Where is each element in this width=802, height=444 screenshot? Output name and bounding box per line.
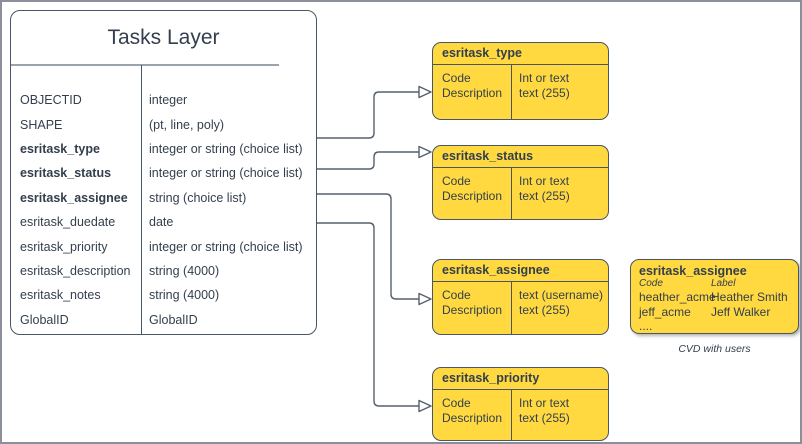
table-row: esritask_duedate date	[11, 210, 316, 234]
field-type: (pt, line, poly)	[149, 117, 225, 132]
cvd-title: esritask_assignee	[639, 264, 747, 278]
field-name: GlobalID	[20, 312, 69, 327]
field-type: string (4000)	[149, 263, 220, 278]
field-name: esritask_type	[20, 141, 100, 156]
field-type: string (4000)	[149, 288, 220, 303]
field-type: integer	[149, 93, 188, 108]
cvd-user-row: jeff_acme Jeff Walker	[639, 305, 798, 320]
connector-esritask-type	[316, 91, 419, 139]
domain-cell: text (255)	[519, 189, 570, 203]
field-name: esritask_duedate	[20, 215, 116, 230]
field-type: string (choice list)	[149, 190, 247, 205]
table-row: SHAPE (pt, line, poly)	[11, 112, 316, 136]
table-row: esritask_priority integer or string (cho…	[11, 234, 316, 258]
domain-code-column: Code Description	[433, 65, 512, 119]
domain-cell: Int or text	[519, 71, 570, 85]
domain-type-column: text (username) text (255)	[512, 282, 608, 334]
cvd-user-label: Jeff Walker	[711, 304, 771, 319]
tasks-layer-entity: Tasks Layer OBJECTID integer SHAPE (pt, …	[10, 10, 317, 335]
domain-code-column: Code Description	[433, 282, 512, 334]
domain-cell: text (username)	[519, 288, 604, 302]
field-type: integer or string (choice list)	[149, 166, 303, 181]
domain-title: esritask_assignee	[433, 260, 608, 282]
domain-cell: Code	[442, 174, 471, 188]
field-name: SHAPE	[20, 117, 63, 132]
field-name: esritask_status	[20, 166, 112, 181]
domain-title: esritask_type	[433, 43, 608, 65]
domain-title: esritask_priority	[433, 368, 608, 390]
table-row: esritask_description string (4000)	[11, 259, 316, 283]
cvd-user-row: heather_acme Heather Smith	[639, 290, 798, 305]
cvd-user-code: heather_acme	[639, 290, 716, 304]
title-divider-line	[11, 64, 279, 66]
domain-box-esritask-priority: esritask_priority Code Description Int o…	[432, 367, 609, 441]
field-name: OBJECTID	[20, 93, 82, 108]
arrowhead-esritask-priority	[418, 399, 432, 413]
field-type: date	[149, 215, 174, 230]
cvd-user-code: jeff_acme	[639, 304, 691, 319]
field-type: integer or string (choice list)	[149, 141, 303, 156]
arrowhead-esritask-status	[418, 145, 432, 159]
domain-cell: Int or text	[519, 396, 570, 410]
arrowhead-esritask-type	[418, 85, 432, 99]
field-name: esritask_notes	[20, 288, 101, 303]
cvd-header-code: Code	[639, 278, 663, 289]
domain-code-column: Code Description	[433, 390, 512, 440]
domain-cell: Code	[442, 288, 471, 302]
field-name: esritask_assignee	[20, 190, 128, 205]
connector-esritask-priority	[316, 222, 419, 407]
domain-cell: text (255)	[519, 411, 570, 425]
connector-esritask-status	[316, 151, 419, 170]
table-row: esritask_assignee string (choice list)	[11, 186, 316, 210]
domain-cell: Int or text	[519, 174, 570, 188]
cvd-caption: CVD with users	[678, 343, 751, 355]
field-name: esritask_description	[20, 263, 131, 278]
field-name: esritask_priority	[20, 239, 108, 254]
domain-cell: text (255)	[519, 303, 570, 317]
cvd-users-box: esritask_assignee Code Label heather_acm…	[630, 259, 799, 334]
column-divider-line	[141, 65, 143, 334]
domain-type-column: Int or text text (255)	[512, 390, 608, 440]
domain-type-column: Int or text text (255)	[512, 65, 608, 119]
field-type: GlobalID	[149, 312, 198, 327]
domain-type-column: Int or text text (255)	[512, 168, 608, 219]
domain-box-esritask-assignee: esritask_assignee Code Description text …	[432, 259, 609, 335]
domain-cell: Description	[442, 86, 503, 100]
entity-title: Tasks Layer	[107, 26, 220, 49]
field-rows: OBJECTID integer SHAPE (pt, line, poly) …	[11, 88, 316, 332]
cvd-header-label: Label	[711, 278, 736, 289]
arrowhead-esritask-assignee	[418, 292, 432, 306]
domain-cell: Code	[442, 396, 471, 410]
cvd-more-rows: ....	[639, 319, 653, 333]
table-row: GlobalID GlobalID	[11, 308, 316, 332]
domain-code-column: Code Description	[433, 168, 512, 219]
domain-cell: text (255)	[519, 86, 570, 100]
domain-box-esritask-status: esritask_status Code Description Int or …	[432, 145, 609, 220]
domain-cell: Description	[442, 411, 503, 425]
field-type: integer or string (choice list)	[149, 239, 303, 254]
cvd-user-label: Heather Smith	[711, 290, 788, 304]
domain-box-esritask-type: esritask_type Code Description Int or te…	[432, 42, 609, 120]
table-row: esritask_type integer or string (choice …	[11, 137, 316, 161]
domain-cell: Description	[442, 303, 503, 317]
table-row: esritask_notes string (4000)	[11, 283, 316, 307]
domain-cell: Description	[442, 189, 503, 203]
table-row: esritask_status integer or string (choic…	[11, 161, 316, 185]
cvd-column-headers: Code Label	[639, 278, 798, 290]
domain-cell: Code	[442, 71, 471, 85]
connector-esritask-assignee	[316, 193, 419, 300]
table-row: OBJECTID integer	[11, 88, 316, 112]
domain-title: esritask_status	[433, 146, 608, 168]
